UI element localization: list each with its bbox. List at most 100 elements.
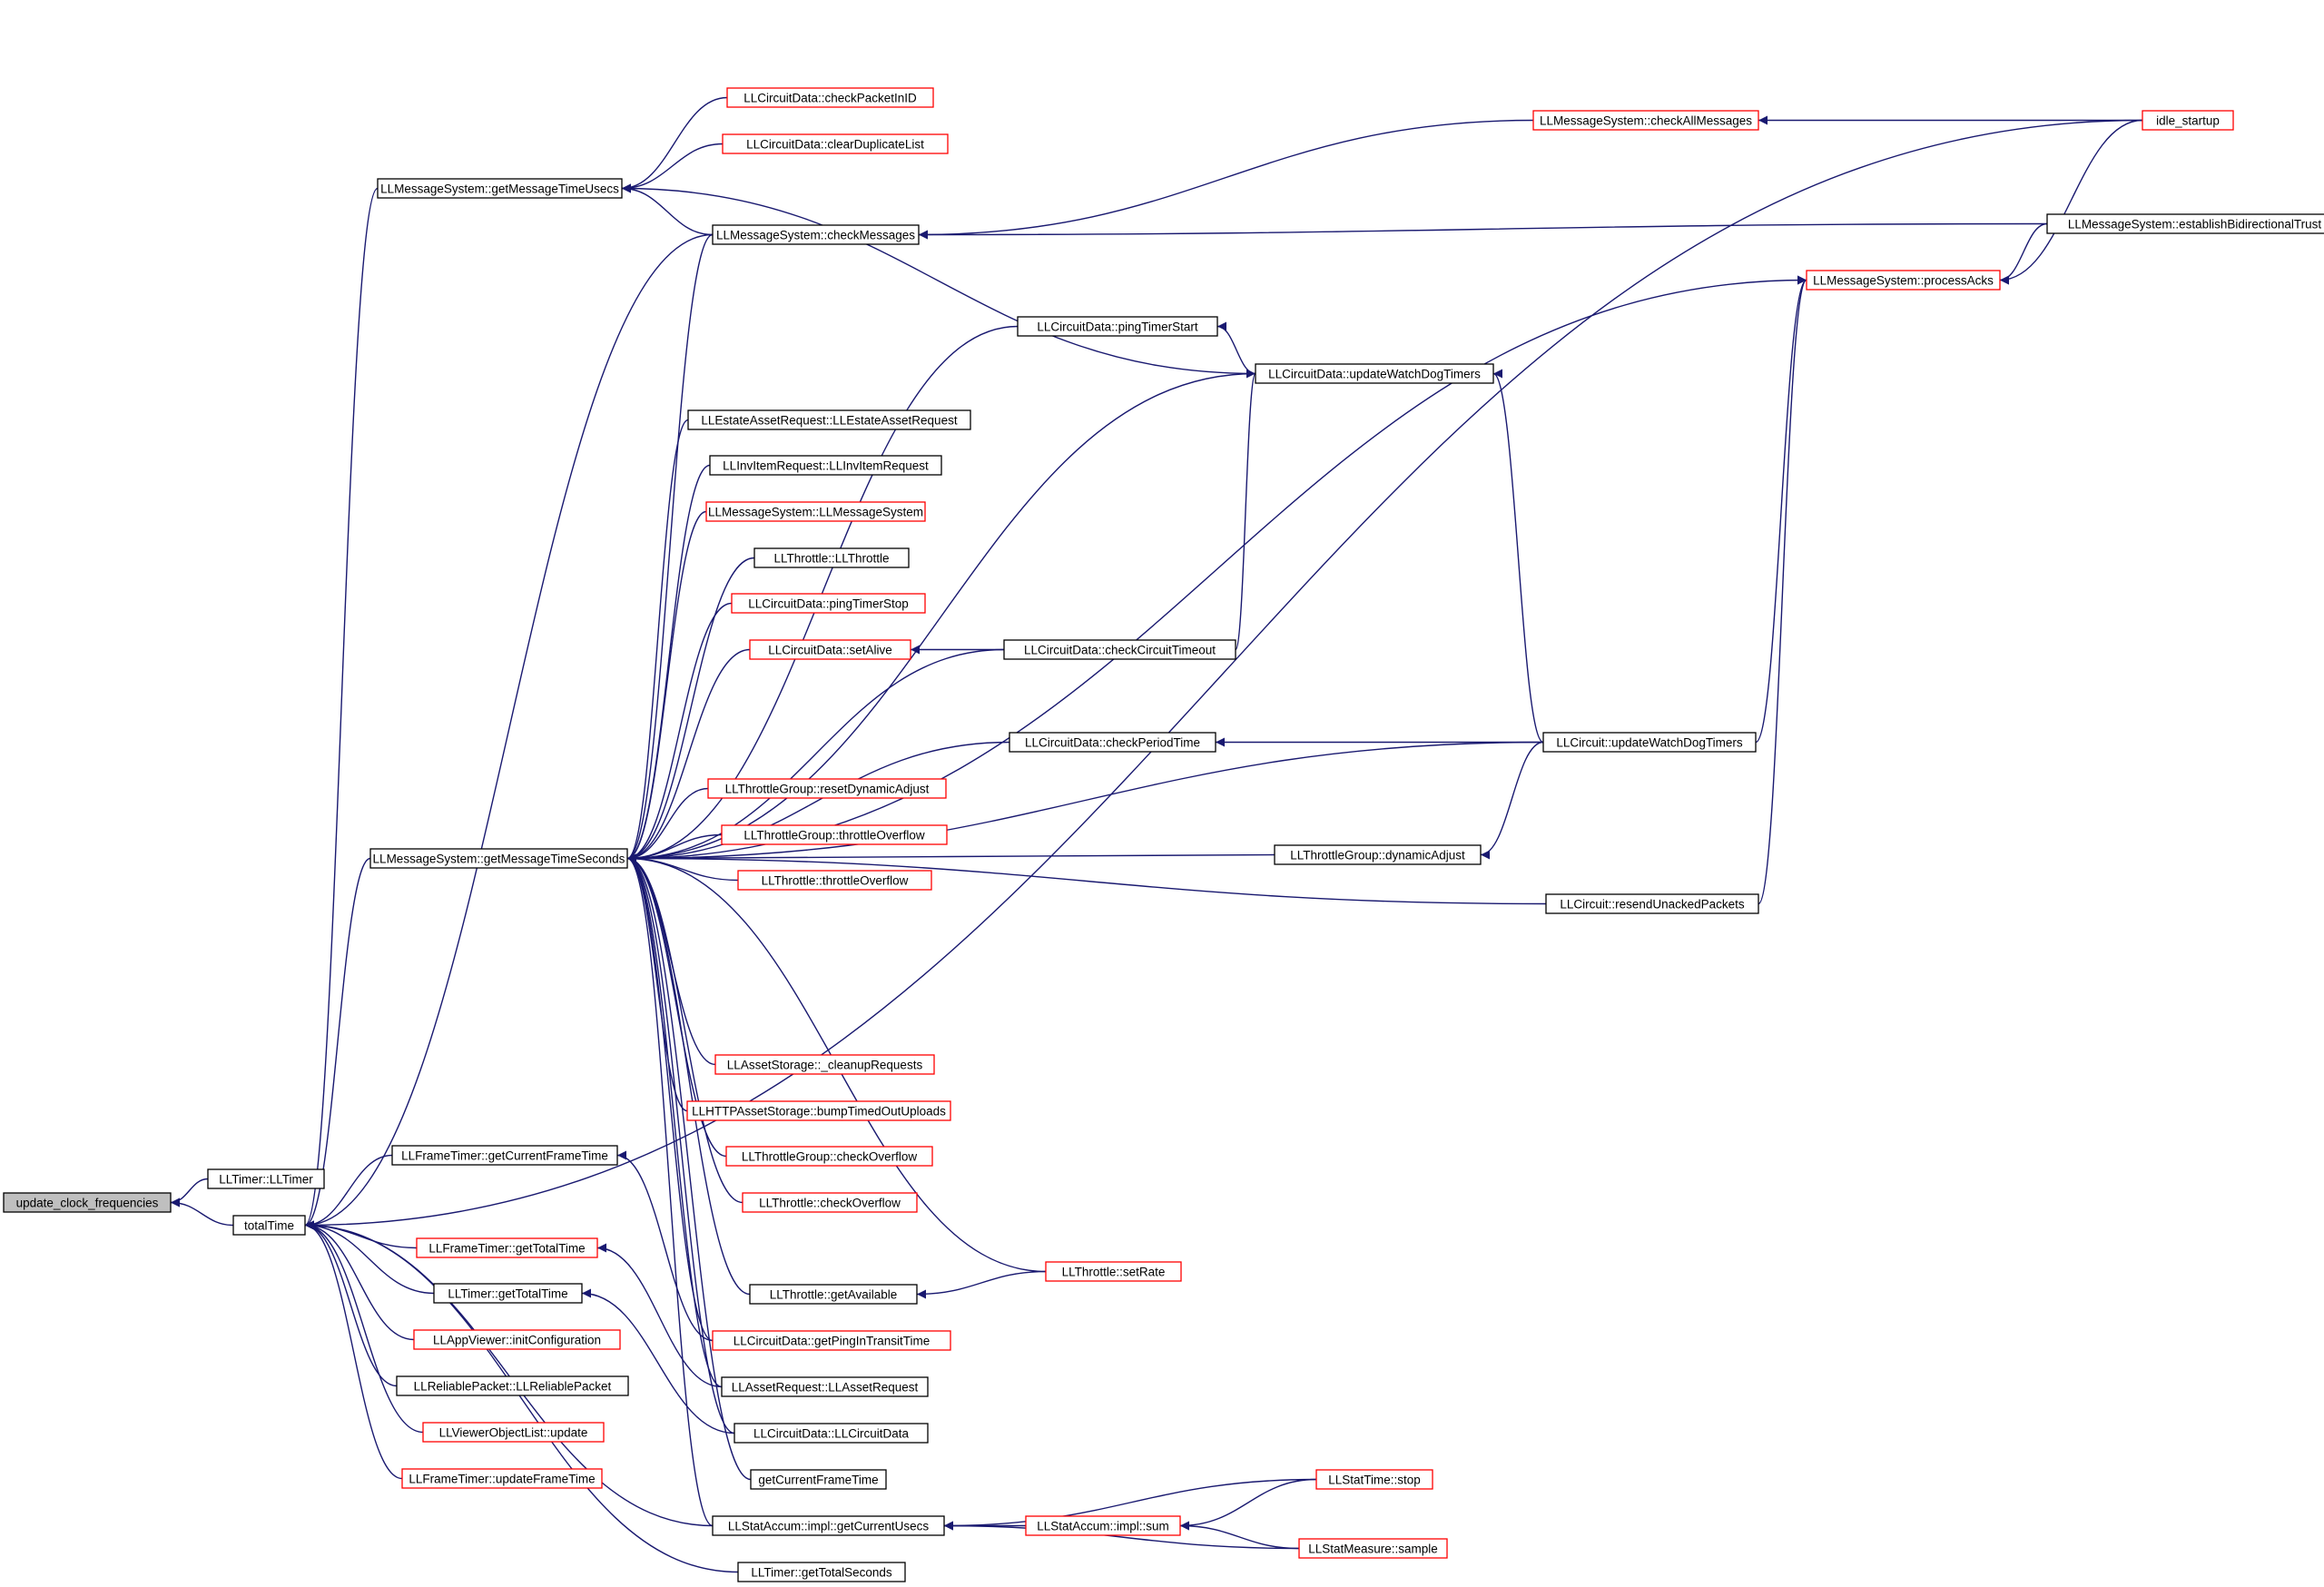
edge-LLTimer_LLTimer-to-update_clock_frequencies — [170, 1178, 209, 1208]
edge-getAvailable-to-getMessageTimeSeconds — [626, 853, 751, 1296]
node-getcurrentframetime-ft[interactable]: LLFrameTimer::getCurrentFrameTime — [391, 1145, 618, 1166]
node-tg-throttleoverflow[interactable]: LLThrottleGroup::throttleOverflow — [721, 824, 948, 845]
node-processacks[interactable]: LLMessageSystem::processAcks — [1806, 270, 2001, 291]
call-edge — [943, 1478, 1317, 1531]
call-edge — [1999, 222, 2048, 285]
call-edge — [1492, 369, 1544, 744]
edge-totalTime-to-update_clock_frequencies — [170, 1198, 234, 1227]
node-impl-sum[interactable]: LLStatAccum::impl::sum — [1025, 1515, 1181, 1536]
node-resetdynamicadjust[interactable]: LLThrottleGroup::resetDynamicAdjust — [707, 778, 947, 799]
node-label: LLThrottleGroup::resetDynamicAdjust — [725, 783, 930, 796]
node-clearduplicatelist[interactable]: LLCircuitData::clearDuplicateList — [722, 133, 949, 154]
node-idle-startup[interactable]: idle_startup — [2142, 110, 2234, 131]
node-box — [749, 1284, 918, 1305]
edge-updateFrameTime-to-totalTime — [304, 1220, 403, 1480]
node-llinvitemrequest[interactable]: LLInvItemRequest::LLInvItemRequest — [709, 455, 942, 476]
node-box — [401, 1468, 603, 1489]
node-pingtimerstop[interactable]: LLCircuitData::pingTimerStop — [731, 593, 926, 614]
node-gettotaltime-t[interactable]: LLTimer::getTotalTime — [433, 1283, 583, 1304]
edge-LLEstateAssetRequest-to-getMessageTimeSeconds — [626, 419, 689, 863]
node-label: LLCircuitData::setAlive — [768, 644, 892, 657]
edge-dynamicAdjust-to-getMessageTimeSeconds — [626, 853, 1275, 863]
node-label: LLTimer::LLTimer — [219, 1173, 313, 1187]
node-cd-updatewatchdogtimers[interactable]: LLCircuitData::updateWatchDogTimers — [1255, 363, 1494, 384]
node-label: LLThrottleGroup::throttleOverflow — [743, 829, 925, 843]
node-pingtimerstart[interactable]: LLCircuitData::pingTimerStart — [1017, 316, 1218, 337]
node-t-checkoverflow[interactable]: LLThrottle::checkOverflow — [742, 1192, 918, 1213]
node-vol-update[interactable]: LLViewerObjectList::update — [422, 1422, 605, 1443]
node-gettotaltime-ft[interactable]: LLFrameTimer::getTotalTime — [416, 1237, 598, 1258]
node-gettotalseconds[interactable]: LLTimer::getTotalSeconds — [737, 1562, 906, 1582]
edge-LLMessageSystem_ctor-to-getMessageTimeSeconds — [626, 510, 707, 863]
call-edge — [304, 1220, 435, 1295]
node-setalive[interactable]: LLCircuitData::setAlive — [749, 639, 911, 660]
node-checkallmessages[interactable]: LLMessageSystem::checkAllMessages — [1532, 110, 1759, 131]
node-box — [734, 1423, 929, 1444]
node-getcurrentframetime[interactable]: getCurrentFrameTime — [750, 1469, 887, 1490]
node-label: LLFrameTimer::getCurrentFrameTime — [401, 1149, 608, 1163]
node-c-updatewatchdogtimers[interactable]: LLCircuit::updateWatchDogTimers — [1542, 732, 1757, 753]
edge-LLInvItemRequest-to-getMessageTimeSeconds — [626, 464, 711, 863]
node-llassetrequest[interactable]: LLAssetRequest::LLAssetRequest — [721, 1376, 929, 1397]
node-label: LLViewerObjectList::update — [439, 1426, 588, 1440]
node-label: LLAssetStorage::_cleanupRequests — [727, 1059, 923, 1072]
node-getpingintransittime[interactable]: LLCircuitData::getPingInTransitTime — [712, 1330, 951, 1351]
node-initconfiguration[interactable]: LLAppViewer::initConfiguration — [413, 1329, 621, 1350]
node-lltimer-lltimer[interactable]: LLTimer::LLTimer — [207, 1168, 325, 1189]
node-llestateassetrequest[interactable]: LLEstateAssetRequest::LLEstateAssetReque… — [687, 409, 971, 430]
node-checkcircuittimeout[interactable]: LLCircuitData::checkCircuitTimeout — [1003, 639, 1236, 660]
node-bumptimedoutuploads[interactable]: LLHTTPAssetStorage::bumpTimedOutUploads — [686, 1100, 951, 1121]
node-totaltime[interactable]: totalTime — [232, 1215, 306, 1236]
node-establishtrust[interactable]: LLMessageSystem::establishBidirectionalT… — [2046, 213, 2324, 234]
call-edge — [918, 222, 2048, 240]
call-edge — [596, 1243, 723, 1388]
node-llthrottle-ctor[interactable]: LLThrottle::LLThrottle — [753, 547, 910, 568]
node-tg-checkoverflow[interactable]: LLThrottleGroup::checkOverflow — [725, 1146, 933, 1167]
node-box — [377, 178, 623, 199]
node-box — [721, 1376, 929, 1397]
call-edge — [626, 853, 752, 1481]
call-edge — [1235, 369, 1256, 651]
call-edge — [626, 833, 723, 863]
node-update-clock-frequencies[interactable]: update_clock_frequencies — [3, 1192, 172, 1213]
node-checkperiodtime[interactable]: LLCircuitData::checkPeriodTime — [1009, 732, 1216, 753]
call-edge — [626, 510, 707, 863]
node-getavailable[interactable]: LLThrottle::getAvailable — [749, 1284, 918, 1305]
node-llcircuitdata-ctor[interactable]: LLCircuitData::LLCircuitData — [734, 1423, 929, 1444]
node-getmessagetimeusecs[interactable]: LLMessageSystem::getMessageTimeUsecs — [377, 178, 623, 199]
node-stattime-stop[interactable]: LLStatTime::stop — [1315, 1469, 1433, 1490]
node-label: LLAssetRequest::LLAssetRequest — [732, 1381, 919, 1395]
call-edge — [621, 96, 728, 193]
edge-pingTimerStop-to-getMessageTimeSeconds — [626, 602, 733, 863]
node-label: LLFrameTimer::updateFrameTime — [409, 1473, 595, 1486]
node-label: LLThrottle::setRate — [1062, 1266, 1166, 1279]
node-t-throttleoverflow[interactable]: LLThrottle::throttleOverflow — [737, 870, 932, 891]
node-label: LLCircuit::resendUnackedPackets — [1560, 898, 1745, 912]
node-statmeasure-sample[interactable]: LLStatMeasure::sample — [1298, 1538, 1448, 1559]
edge-getPingInTransitTime-to-getCurrentFrameTime_FT — [616, 1150, 714, 1342]
node-cleanuprequests[interactable]: LLAssetStorage::_cleanupRequests — [714, 1054, 935, 1075]
node-label: LLCircuitData::updateWatchDogTimers — [1268, 368, 1481, 381]
call-edge — [304, 187, 379, 1230]
node-label: LLMessageSystem::getMessageTimeSeconds — [373, 853, 625, 866]
node-box — [232, 1215, 306, 1236]
edge-checkMessages-to-getMessageTimeUsecs — [621, 183, 714, 236]
node-updateframetime[interactable]: LLFrameTimer::updateFrameTime — [401, 1468, 603, 1489]
call-edge — [304, 119, 2143, 1230]
node-llmessagesystem-ctor[interactable]: LLMessageSystem::LLMessageSystem — [705, 501, 926, 522]
node-dynamicadjust[interactable]: LLThrottleGroup::dynamicAdjust — [1274, 844, 1482, 865]
call-edge — [304, 1220, 415, 1341]
node-resendunackedpackets[interactable]: LLCircuit::resendUnackedPackets — [1545, 893, 1759, 914]
node-checkpacketinid[interactable]: LLCircuitData::checkPacketInID — [726, 87, 934, 108]
node-checkmessages[interactable]: LLMessageSystem::checkMessages — [712, 224, 920, 245]
node-label: LLStatTime::stop — [1328, 1474, 1421, 1487]
node-getmessagetimeseconds[interactable]: LLMessageSystem::getMessageTimeSeconds — [369, 848, 628, 869]
call-edge — [626, 325, 1019, 863]
node-label: LLCircuitData::pingTimerStart — [1037, 320, 1198, 334]
node-box — [433, 1283, 583, 1304]
node-setrate[interactable]: LLThrottle::setRate — [1045, 1261, 1182, 1282]
node-box — [1542, 732, 1757, 753]
node-llreliablepacket[interactable]: LLReliablePacket::LLReliablePacket — [396, 1375, 629, 1396]
call-edge — [304, 1220, 418, 1249]
node-getcurrentusecs[interactable]: LLStatAccum::impl::getCurrentUsecs — [712, 1515, 945, 1536]
